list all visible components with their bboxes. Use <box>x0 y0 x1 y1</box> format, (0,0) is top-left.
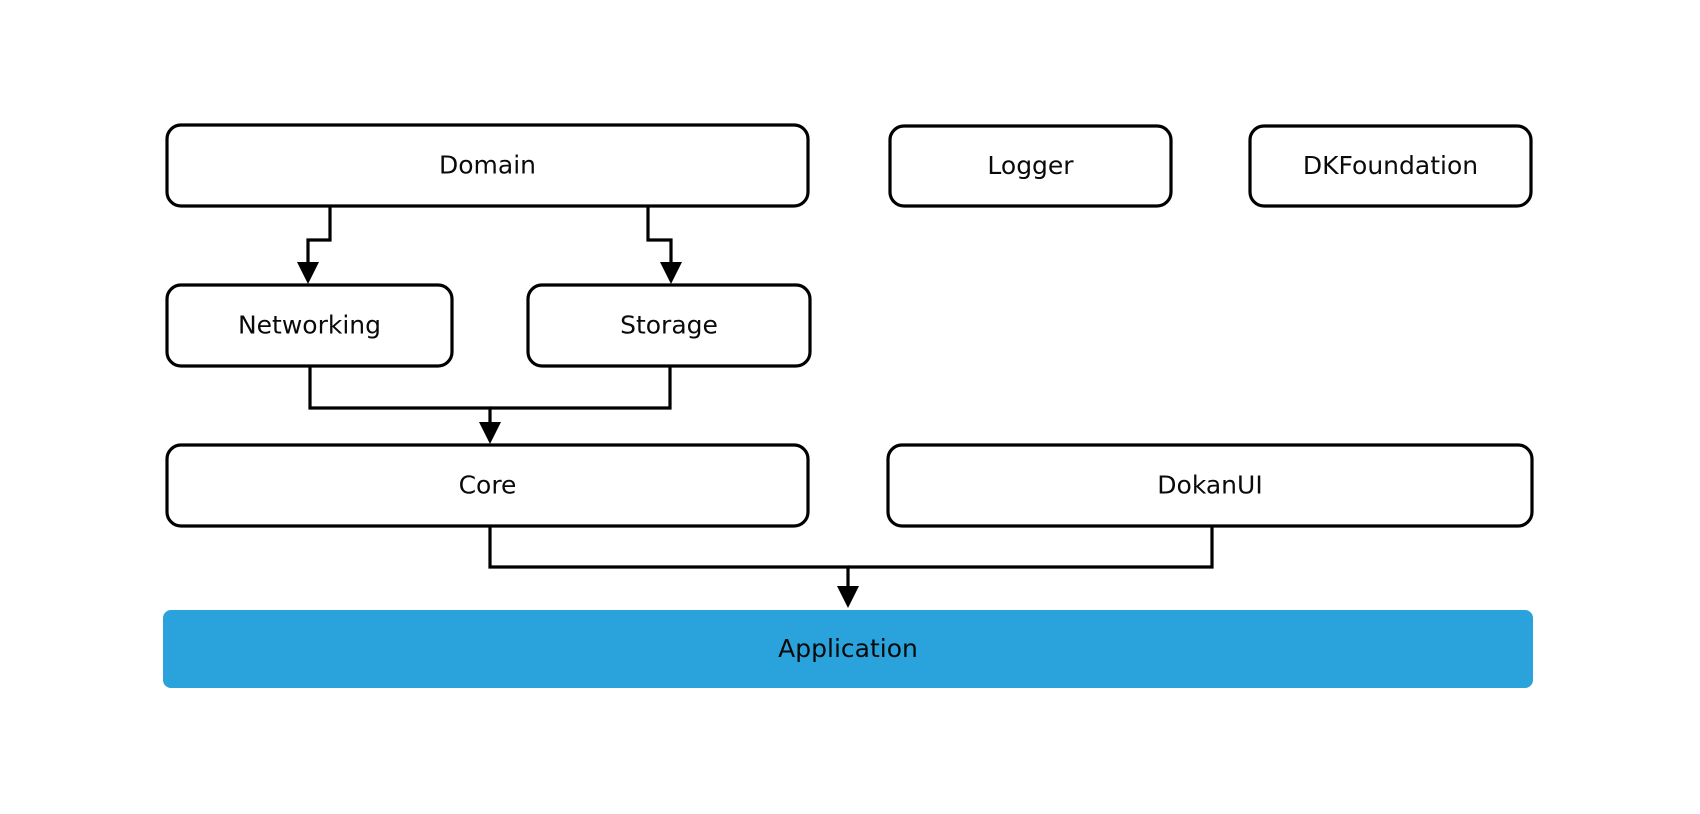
node-domain[interactable]: Domain <box>165 123 810 208</box>
edge-line <box>306 206 332 270</box>
edge-line <box>646 206 673 270</box>
edge-core-to-application <box>488 526 859 608</box>
node-box[interactable] <box>1248 124 1533 208</box>
node-dokanui[interactable]: DokanUI <box>886 443 1534 528</box>
arrowhead-icon <box>660 262 682 284</box>
edge-storage-to-core <box>490 366 672 410</box>
node-storage[interactable]: Storage <box>526 283 812 368</box>
edge-line <box>488 526 850 594</box>
node-box[interactable] <box>888 124 1173 208</box>
edge-domain-to-storage <box>646 206 682 284</box>
edge-dokanui-to-application <box>848 526 1214 569</box>
node-box[interactable] <box>165 443 810 528</box>
node-box[interactable] <box>165 123 810 208</box>
edge-domain-to-networking <box>297 206 332 284</box>
node-logger[interactable]: Logger <box>888 124 1173 208</box>
node-dkfoundation[interactable]: DKFoundation <box>1248 124 1533 208</box>
node-networking[interactable]: Networking <box>165 283 454 368</box>
edge-line <box>848 526 1214 569</box>
arrowhead-icon <box>297 262 319 284</box>
node-box[interactable] <box>886 443 1534 528</box>
node-box[interactable] <box>165 283 454 368</box>
node-box[interactable] <box>163 610 1533 688</box>
edge-networking-to-core <box>308 366 501 444</box>
arrowhead-icon <box>479 422 501 444</box>
edge-line <box>490 366 672 410</box>
node-box[interactable] <box>526 283 812 368</box>
edges-layer <box>297 206 1214 608</box>
edge-line <box>308 366 492 430</box>
node-core[interactable]: Core <box>165 443 810 528</box>
node-application[interactable]: Application <box>163 610 1533 688</box>
arrowhead-icon <box>837 586 859 608</box>
